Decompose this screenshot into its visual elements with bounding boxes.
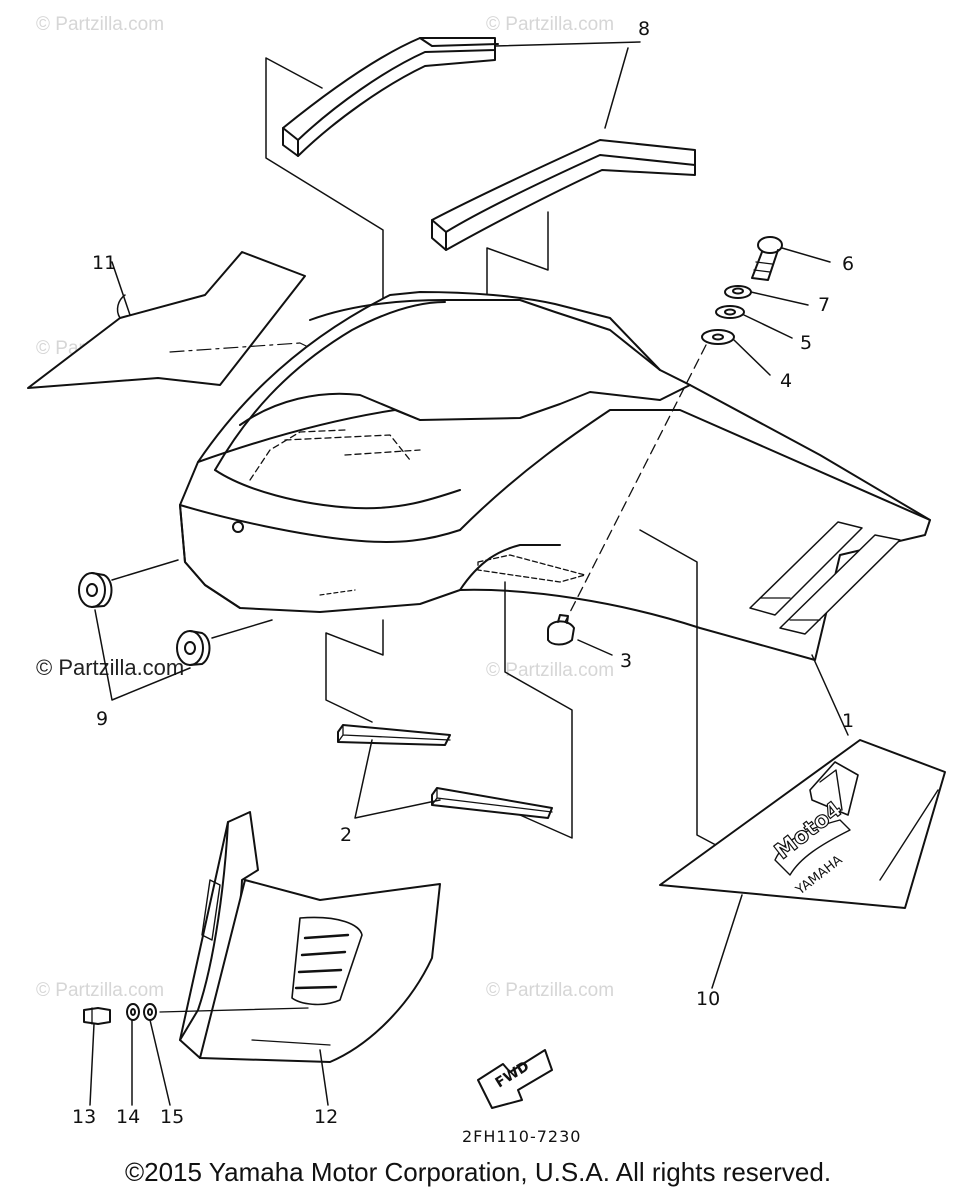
- callout-6: 6: [842, 253, 855, 275]
- fwd-arrow: [477, 1049, 553, 1109]
- leader-11: [111, 261, 131, 316]
- callout-13: 13: [72, 1106, 97, 1128]
- part-6-bolt: [751, 236, 783, 281]
- guide-frame-left: [265, 57, 384, 359]
- leader-10: [711, 894, 743, 989]
- watermark-bottom-center: © Partzilla.com: [486, 980, 615, 1001]
- part-12-side-cover: [179, 811, 441, 1063]
- copyright-notice: ©2015 Yamaha Motor Corporation, U.S.A. A…: [124, 1157, 832, 1187]
- part-14-washer: [126, 1003, 140, 1021]
- leader-1: [811, 654, 849, 736]
- mount-line-upper: [111, 559, 179, 581]
- part-13-bolt: [83, 1007, 111, 1025]
- leader-6: [781, 247, 831, 263]
- leader-9: [94, 609, 191, 701]
- callout-7: 7: [818, 294, 831, 316]
- part-3-grommet: [547, 614, 575, 646]
- callout-12: 12: [314, 1106, 339, 1128]
- leader-3: [577, 639, 613, 656]
- guide-frame-part-2: [325, 619, 384, 723]
- callout-15: 15: [160, 1106, 185, 1128]
- part-7-washer: [724, 285, 752, 299]
- callout-14: 14: [116, 1106, 141, 1128]
- part-10-decal: [659, 739, 946, 909]
- callout-3: 3: [620, 650, 633, 672]
- callout-1: 1: [842, 710, 855, 732]
- part-5-washer: [715, 305, 745, 319]
- diagram-code: 2FH110-7230: [462, 1127, 582, 1146]
- part-9-damper-upper: [78, 572, 113, 608]
- callout-8: 8: [638, 18, 651, 40]
- assembly-line-13-15: [159, 1007, 309, 1013]
- leader-4: [733, 339, 771, 376]
- leader-15: [149, 1019, 171, 1106]
- watermark-lower-center: © Partzilla.com: [486, 660, 615, 681]
- part-1-rear-fender: [179, 291, 931, 661]
- part-9-damper-lower: [176, 630, 211, 666]
- watermark-bottom-left: © Partzilla.com: [36, 980, 165, 1001]
- part-8-upper-rail: [282, 37, 499, 157]
- assembly-dash-line: [564, 344, 707, 623]
- leader-2: [354, 739, 441, 819]
- callout-10: 10: [696, 988, 721, 1010]
- watermark-prominent: © Partzilla.com: [36, 655, 185, 680]
- guide-frame-center: [504, 581, 573, 839]
- part-4-washer: [701, 329, 735, 345]
- leader-5: [743, 314, 793, 339]
- leader-7: [750, 291, 809, 306]
- watermark-top-left: © Partzilla.com: [36, 14, 165, 35]
- mount-line-lower: [211, 619, 273, 639]
- leader-13: [89, 1023, 95, 1106]
- leader-8: [494, 41, 641, 129]
- callout-9: 9: [96, 708, 109, 730]
- callout-5: 5: [800, 332, 813, 354]
- callout-11: 11: [92, 252, 117, 274]
- callout-4: 4: [780, 370, 793, 392]
- part-15-nut: [143, 1003, 157, 1021]
- leader-12: [319, 1049, 329, 1106]
- part-2-strip-lower: [431, 787, 553, 819]
- part-8-lower-rail: [431, 139, 696, 251]
- callout-2: 2: [340, 824, 353, 846]
- part-2-strip-upper: [337, 724, 451, 746]
- watermark-top-center: © Partzilla.com: [486, 14, 615, 35]
